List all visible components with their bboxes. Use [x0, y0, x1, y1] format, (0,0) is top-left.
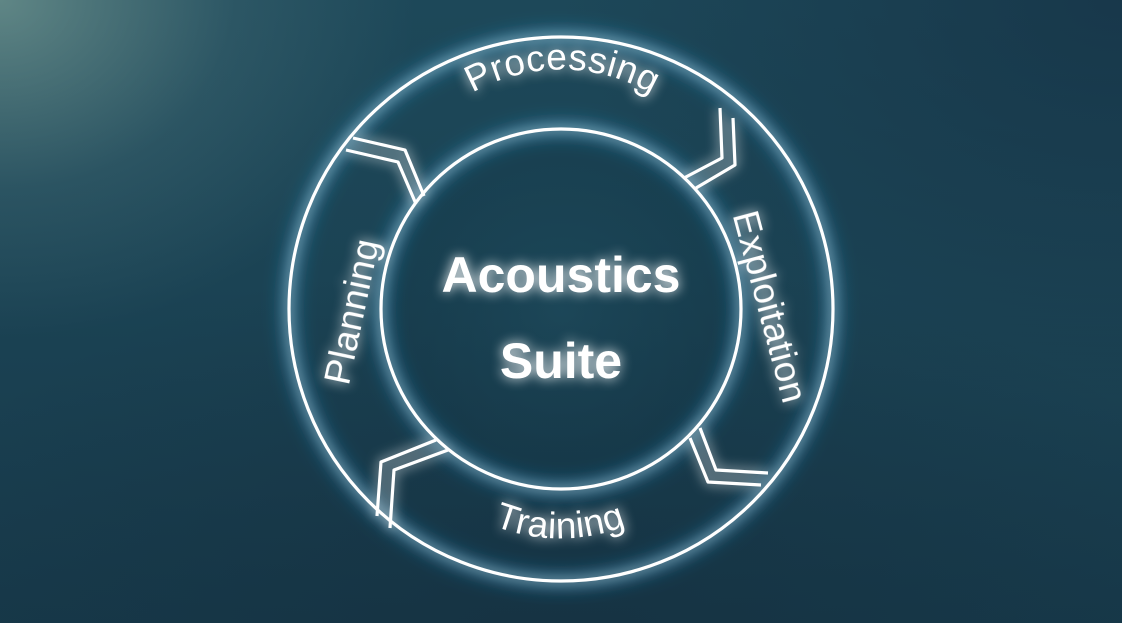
center-title-line-2: Suite — [500, 333, 622, 389]
divider-bottom-right-outer — [688, 437, 762, 487]
center-title: Acoustics Suite — [442, 247, 681, 389]
divider-top-left-outer — [345, 148, 418, 205]
divider-top-left — [352, 136, 426, 197]
segment-dividers — [345, 107, 769, 529]
divider-bottom-left — [388, 448, 449, 529]
outer-ring — [287, 35, 835, 583]
segment-label-training: Training — [491, 495, 630, 547]
divider-top-right — [683, 107, 724, 180]
inner-disc — [383, 131, 739, 487]
divider-bottom-right — [698, 427, 769, 475]
inner-ring — [379, 127, 743, 491]
divider-top-right-outer — [695, 117, 737, 190]
center-title-line-1: Acoustics — [442, 247, 681, 303]
divider-bottom-left-outer — [375, 438, 437, 517]
